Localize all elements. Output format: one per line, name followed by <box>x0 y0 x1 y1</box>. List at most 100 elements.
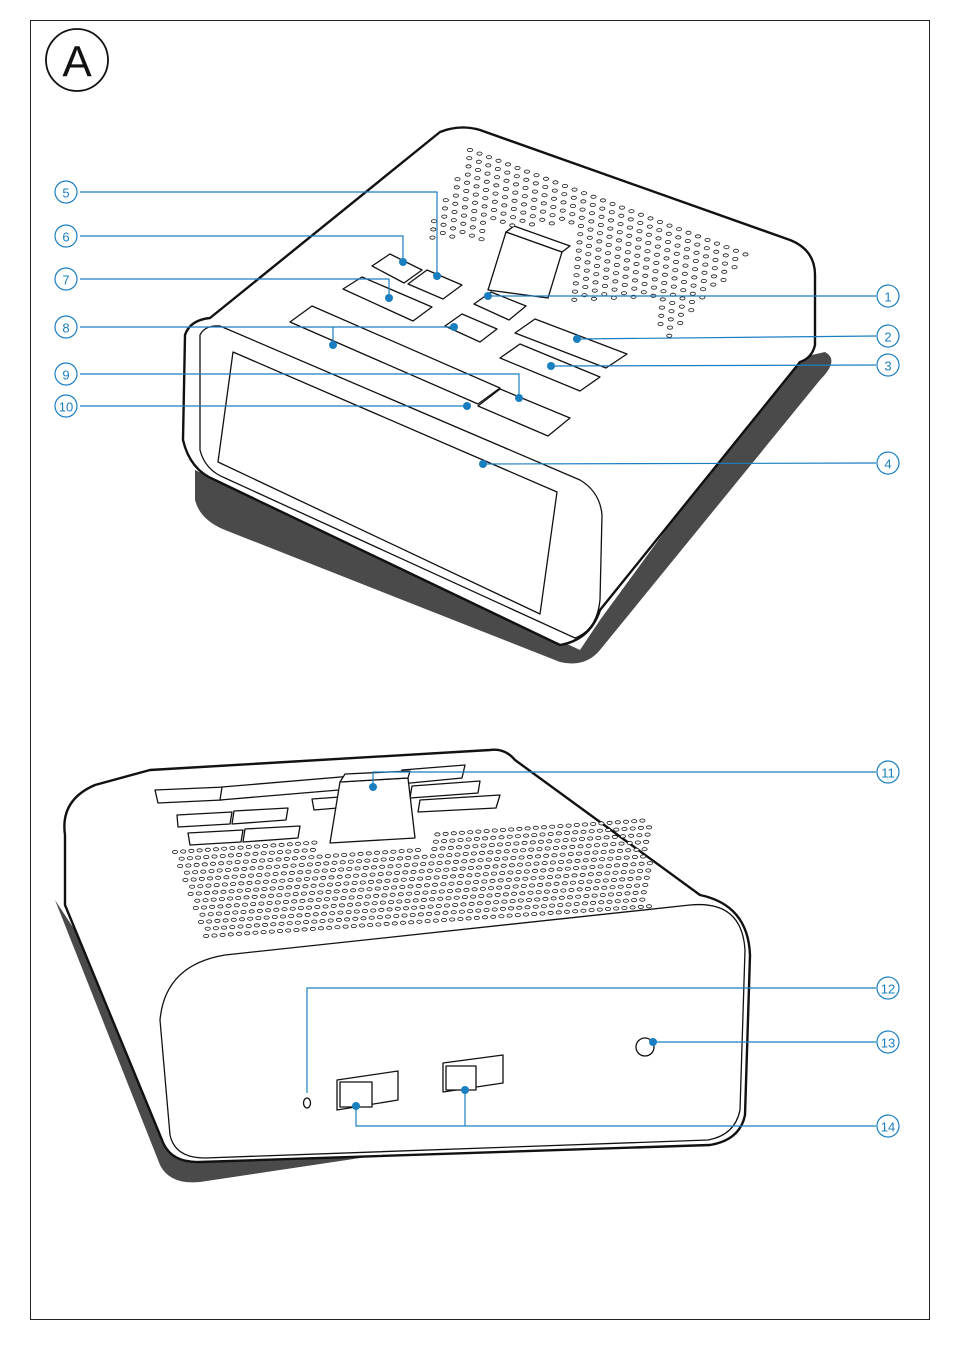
grille-hole <box>187 857 192 860</box>
grille-hole <box>242 903 247 906</box>
grille-hole <box>638 869 643 872</box>
grille-hole <box>471 218 476 221</box>
grille-hole <box>382 894 387 897</box>
grille-hole <box>692 276 697 279</box>
grille-hole <box>386 872 391 875</box>
grille-hole <box>472 888 477 891</box>
back-top-button-1[interactable] <box>155 787 225 803</box>
grille-hole <box>430 236 435 239</box>
grille-hole <box>390 893 395 896</box>
grille-hole <box>308 899 313 902</box>
grille-hole <box>574 823 579 826</box>
grille-hole <box>581 200 586 203</box>
grille-hole <box>562 193 567 196</box>
callout-13: 13 <box>877 1031 899 1053</box>
grille-hole <box>562 846 567 849</box>
grille-hole <box>616 247 621 250</box>
grille-hole <box>343 925 348 928</box>
grille-hole <box>211 898 216 901</box>
grille-hole <box>509 864 514 867</box>
grille-hole <box>287 843 292 846</box>
grille-hole <box>611 296 616 299</box>
grille-hole <box>504 850 509 853</box>
grille-hole <box>453 194 458 197</box>
grille-hole <box>327 926 332 929</box>
grille-hole <box>595 879 600 882</box>
grille-hole <box>234 904 239 907</box>
grille-hole <box>233 911 238 914</box>
callout-11-text: 11 <box>881 766 895 781</box>
grille-hole <box>628 877 633 880</box>
grille-hole <box>703 263 708 266</box>
grille-hole <box>196 892 201 895</box>
grille-hole <box>295 921 300 924</box>
grille-hole <box>515 878 520 881</box>
grille-hole <box>566 903 571 906</box>
grille-hole <box>496 159 501 162</box>
grille-hole <box>505 163 510 166</box>
grille-hole <box>743 253 748 256</box>
grille-hole <box>430 898 435 901</box>
grille-hole <box>266 866 271 869</box>
grille-hole <box>466 917 471 920</box>
grille-hole <box>629 834 634 837</box>
grille-hole <box>491 915 496 918</box>
grille-hole <box>202 863 207 866</box>
grille-hole <box>480 229 485 232</box>
grille-hole <box>578 845 583 848</box>
leader-8-dot-a <box>450 323 458 331</box>
grille-hole <box>465 881 470 884</box>
leader-8-dot-b <box>329 341 337 349</box>
callout-5: 5 <box>55 181 77 203</box>
grille-hole <box>294 928 299 931</box>
grille-hole <box>587 880 592 883</box>
grille-hole <box>693 259 698 262</box>
grille-hole <box>334 890 339 893</box>
grille-hole <box>583 285 588 288</box>
grille-hole <box>351 925 356 928</box>
grille-hole <box>579 837 584 840</box>
grille-hole <box>432 847 437 850</box>
grille-hole <box>190 885 195 888</box>
grille-hole <box>684 248 689 251</box>
grille-hole <box>543 177 548 180</box>
grille-hole <box>721 278 726 281</box>
grille-hole <box>614 864 619 867</box>
grille-hole <box>504 179 509 182</box>
back-button-row1-left[interactable] <box>177 812 232 827</box>
grille-hole <box>439 854 444 857</box>
grille-hole <box>524 170 529 173</box>
switch-knob-right[interactable] <box>446 1066 476 1090</box>
grille-hole <box>284 857 289 860</box>
grille-hole <box>237 853 242 856</box>
grille-hole <box>662 273 667 276</box>
grille-hole <box>345 918 350 921</box>
grille-hole <box>430 855 435 858</box>
grille-hole <box>475 873 480 876</box>
grille-hole <box>451 219 456 222</box>
grille-hole <box>296 878 301 881</box>
back-button-row2-left[interactable] <box>188 830 243 845</box>
grille-hole <box>603 843 608 846</box>
grille-hole <box>613 280 618 283</box>
grille-hole <box>468 910 473 913</box>
grille-hole <box>208 913 213 916</box>
grille-hole <box>733 249 738 252</box>
grille-hole <box>225 912 230 915</box>
grille-hole <box>663 265 668 268</box>
grille-hole <box>506 842 511 845</box>
reset-hole[interactable] <box>304 1098 311 1108</box>
grille-hole <box>515 914 520 917</box>
grille-hole <box>340 861 345 864</box>
grille-hole <box>269 930 274 933</box>
grille-hole <box>365 859 370 862</box>
grille-hole <box>510 224 515 227</box>
grille-hole <box>371 909 376 912</box>
grille-hole <box>496 850 501 853</box>
grille-hole <box>659 314 664 317</box>
grille-hole <box>500 872 505 875</box>
grille-hole <box>636 877 641 880</box>
grille-hole <box>640 819 645 822</box>
grille-hole <box>641 291 646 294</box>
grille-hole <box>477 152 482 155</box>
